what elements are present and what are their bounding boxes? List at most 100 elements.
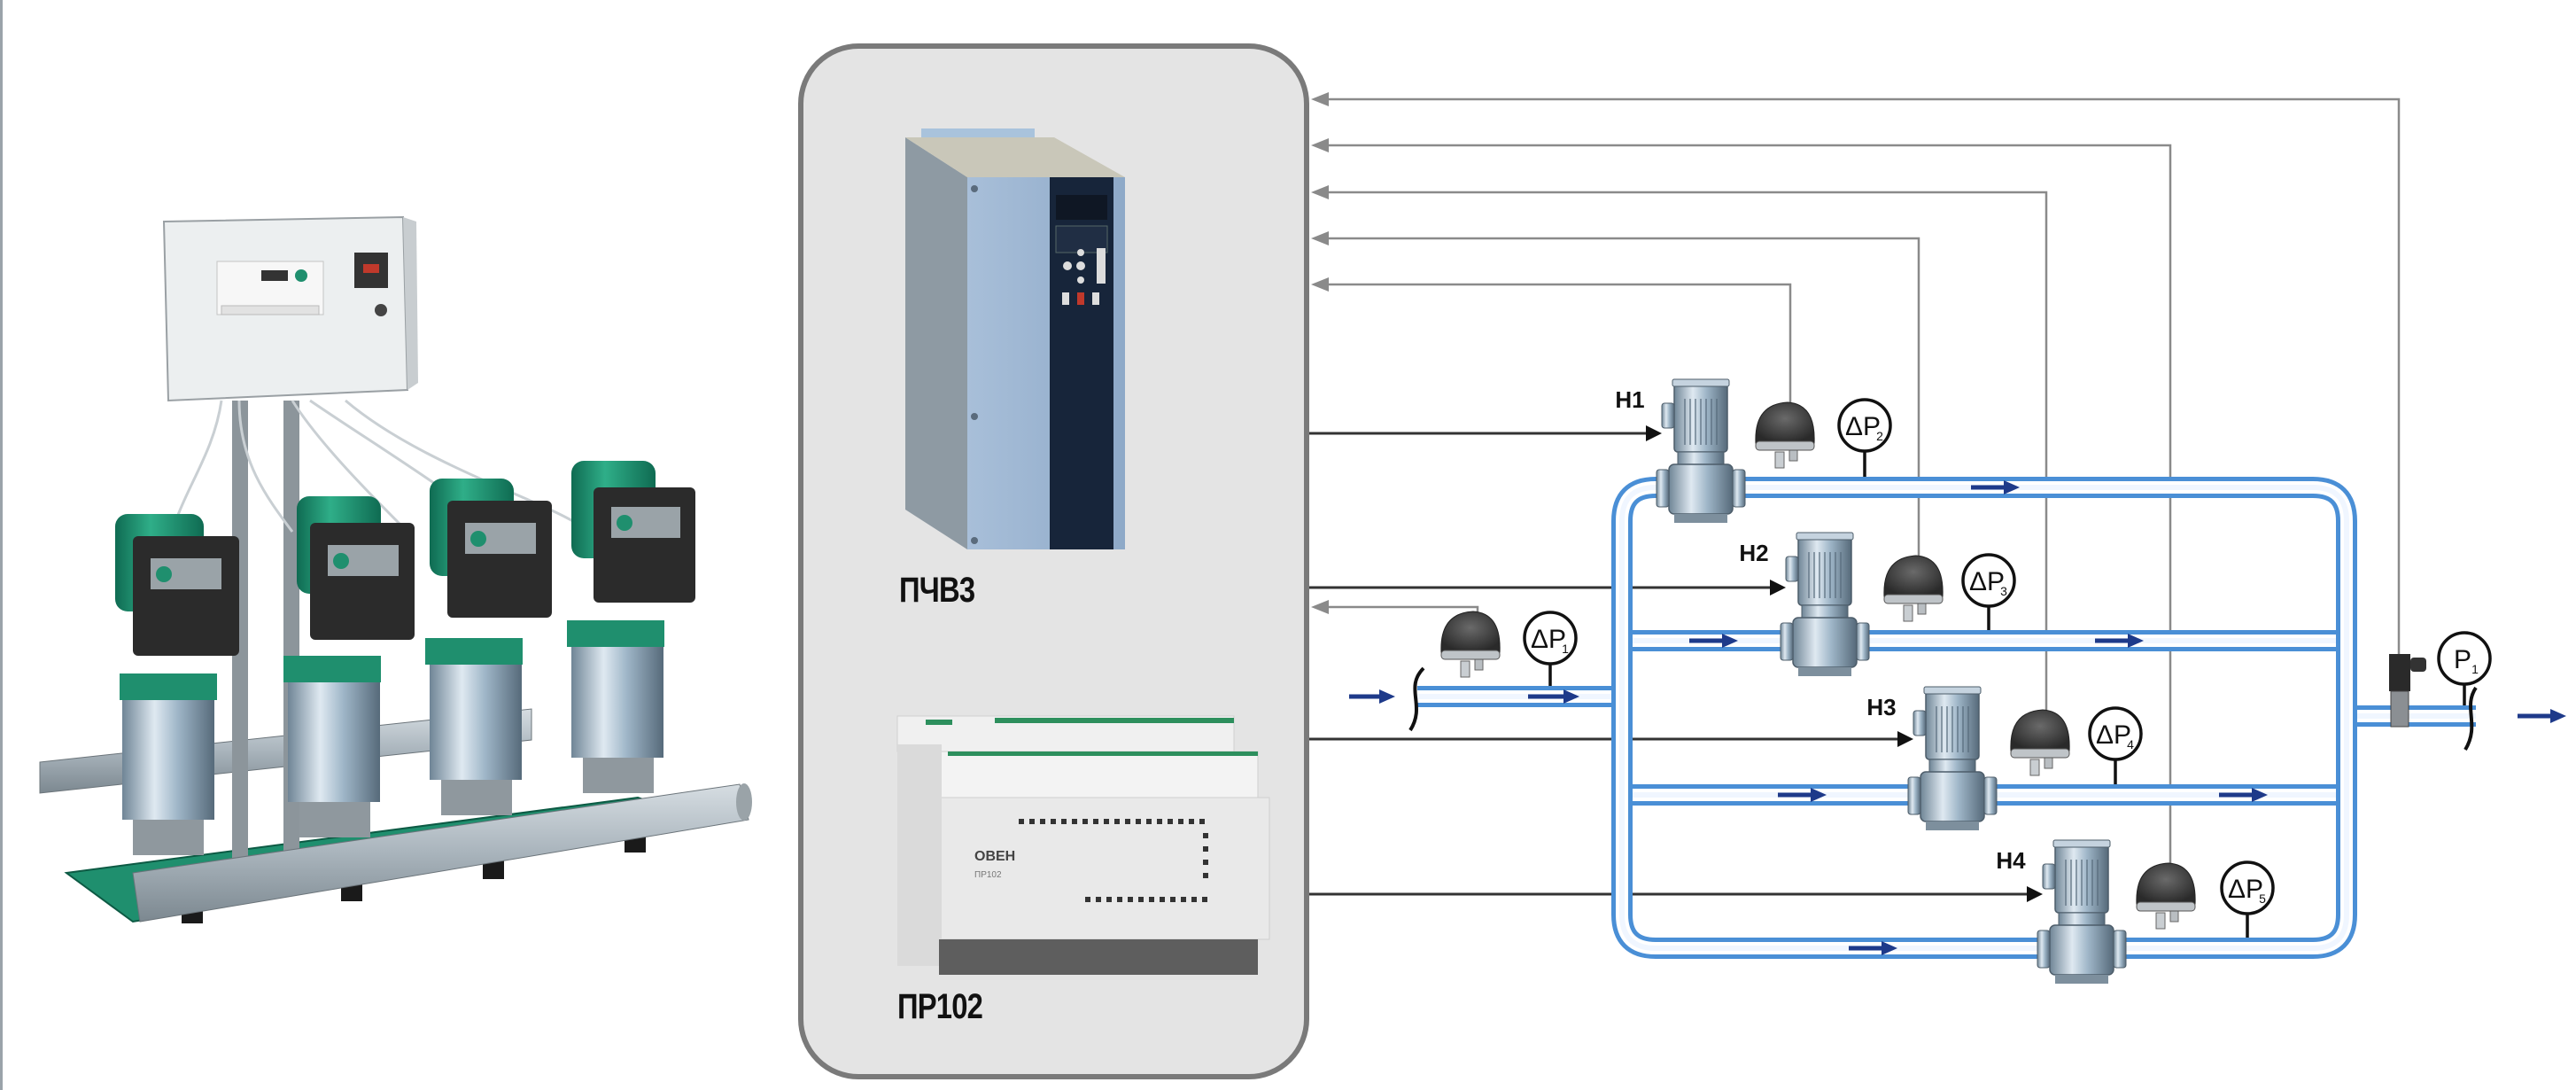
station-pump-4 [567, 461, 695, 793]
gauge-circle [1523, 611, 1578, 666]
gauge-label: ΔP [1845, 412, 1881, 441]
flow-arrow-icon [1778, 788, 1827, 802]
pump-flange [2113, 930, 2127, 969]
flow-arrows [1349, 480, 2566, 955]
pressure-switch-dp2 [1755, 401, 1815, 469]
vfd-label: ПЧВ3 [899, 571, 975, 610]
gauge-circle [1961, 553, 2016, 608]
flow-arrow-icon [1689, 634, 1738, 648]
pump-flange [2037, 930, 2051, 969]
pump-flange [1780, 622, 1794, 661]
gauge-subscript: 1 [1562, 642, 1569, 656]
discharge-manifold [132, 783, 749, 923]
feedback-lines [1311, 92, 2401, 911]
pressure-transducer-p1 [2389, 654, 2426, 728]
pump-housing [2049, 924, 2114, 976]
flow-arrow-icon [1849, 941, 1897, 955]
pump-flange [1656, 469, 1670, 508]
pump-label: H4 [1996, 847, 2026, 874]
pump-terminal-box [1785, 556, 1799, 582]
gauge-label: ΔP [1531, 625, 1566, 654]
gauge-label: ΔP [2228, 875, 2263, 904]
feedback-line-dp2 [1311, 277, 1792, 445]
pressure-switch-dp1 [1440, 611, 1501, 678]
pipe-break-outlet [2463, 686, 2478, 751]
support-post [232, 401, 248, 879]
pump-flange [1856, 622, 1870, 661]
pump-flange [1907, 776, 1921, 815]
pump-flange [1983, 776, 1998, 815]
pump-h1: H1 [1615, 378, 1746, 523]
flow-arrow-icon [1971, 480, 2020, 494]
feedback-arrow-icon [1311, 277, 1329, 292]
pipe-loop [1611, 477, 2357, 959]
control-cabinet [162, 215, 418, 402]
pump-housing [1668, 463, 1734, 515]
feedback-line-p1 [1311, 92, 2401, 673]
pump-h3: H3 [1866, 686, 1998, 830]
foot [483, 860, 504, 879]
programmable-relay-image: ОВЕН ПР102 [896, 715, 1270, 975]
feedback-arrow-icon [1311, 138, 1329, 152]
gauge-dp1: ΔP1 [1523, 611, 1578, 686]
gauge-subscript: 1 [2471, 662, 2479, 676]
flow-arrow-icon [1349, 689, 1395, 704]
control-lines [1309, 425, 2043, 902]
feedback-arrow-icon [1311, 231, 1329, 245]
gauge-subscript: 5 [2259, 891, 2266, 906]
sensors [1440, 401, 2426, 930]
feedback-line-dp5 [1311, 138, 2172, 911]
pressure-switch-dp4 [2010, 709, 2070, 776]
gauge-subscript: 4 [2127, 737, 2134, 751]
station-pump-2 [283, 496, 415, 837]
gauge-dp2: ΔP2 [1837, 398, 1892, 477]
flow-arrow-icon [2095, 634, 2144, 648]
station-pump-3 [425, 479, 552, 815]
pump-flange [1732, 469, 1746, 508]
station-pump-1 [115, 514, 239, 855]
gauge-circle [2437, 631, 2492, 686]
pump-h2: H2 [1739, 532, 1870, 676]
gauge-subscript: 2 [1876, 429, 1883, 443]
frequency-converter-image [905, 128, 1125, 549]
gauge-dp4: ΔP4 [2088, 706, 2143, 784]
pump-label: H2 [1739, 540, 1768, 566]
gauge-dp3: ΔP3 [1961, 553, 2016, 630]
flow-arrow-icon [1528, 689, 1579, 704]
control-arrow-icon [1646, 425, 1662, 441]
plc-brand-text: ОВЕН [974, 849, 1015, 864]
feedback-line-dp4 [1311, 185, 2048, 755]
feedback-arrow-icon [1311, 600, 1329, 614]
feedback-arrow-icon [1311, 92, 1329, 106]
pump-terminal-box [1661, 402, 1675, 429]
pressure-switch-dp3 [1883, 555, 1944, 622]
pump-station-photo [39, 215, 752, 923]
gauge-label: ΔP [2096, 720, 2131, 750]
pressure-switch-dp5 [2136, 862, 2196, 930]
plc-label: ПР102 [897, 987, 983, 1026]
control-arrow-icon [1770, 580, 1786, 596]
control-arrow-icon [1897, 731, 1913, 747]
left-edge-line [0, 0, 3, 1090]
flow-arrow-icon [2518, 709, 2566, 723]
pump-label: H1 [1615, 386, 1644, 413]
flow-arrow-icon [2219, 788, 2268, 802]
pump-terminal-box [1913, 710, 1927, 736]
plc-model-text: ПР102 [974, 870, 1002, 880]
gauge-dp5: ΔP5 [2220, 860, 2275, 938]
pump-h4: H4 [1996, 839, 2127, 984]
pump-housing [1920, 771, 1985, 822]
gauge-circle [1837, 398, 1892, 453]
gauge-circle [2220, 860, 2275, 915]
feedback-arrow-icon [1311, 185, 1329, 199]
control-arrow-icon [2027, 886, 2043, 902]
pump-terminal-box [2042, 863, 2056, 890]
gauge-label: ΔP [1969, 567, 2005, 596]
pump-housing [1792, 617, 1858, 668]
gauge-subscript: 3 [2000, 584, 2007, 598]
